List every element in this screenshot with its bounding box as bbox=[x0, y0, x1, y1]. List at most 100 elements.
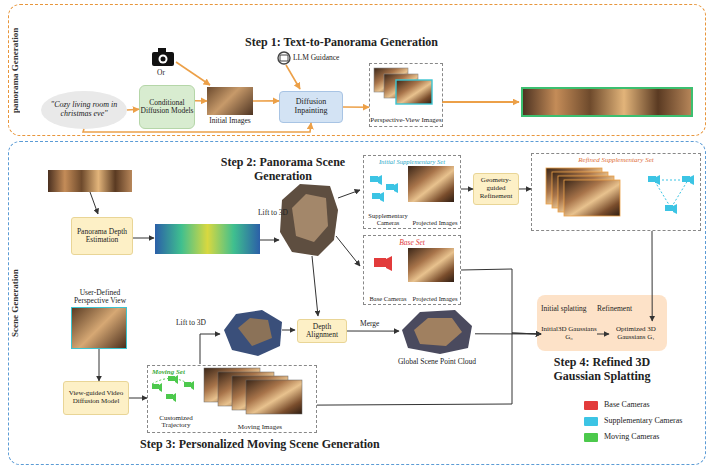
process-box: Panorama Depth Estimation bbox=[71, 217, 133, 255]
node-text: Initial3D Gaussians G₀ bbox=[541, 321, 597, 347]
connector bbox=[347, 331, 399, 332]
camera-lens bbox=[161, 57, 166, 62]
photo-thumb bbox=[384, 74, 418, 98]
arrow-line bbox=[442, 101, 519, 103]
arrow-line bbox=[282, 330, 295, 331]
legend-swatch bbox=[584, 433, 598, 442]
connector bbox=[195, 100, 207, 102]
connector bbox=[253, 100, 279, 102]
prompt-bubble: "Cozy living room in christmas eve" bbox=[41, 91, 127, 129]
gaussian-box: Initial3D Gaussians G₀ bbox=[541, 321, 597, 347]
process-box: Geometry-guided Refinement bbox=[473, 173, 519, 205]
legend-swatch bbox=[584, 401, 598, 410]
section-band: panorama Generation "Cozy living room in … bbox=[8, 4, 706, 136]
connector bbox=[127, 108, 139, 110]
free-label: Lift to 3D bbox=[176, 318, 206, 327]
point-cloud bbox=[238, 318, 272, 346]
connector bbox=[129, 398, 147, 399]
node-text: Perspective-View Images bbox=[370, 117, 442, 125]
arrow-line bbox=[176, 62, 210, 85]
arrow-line bbox=[260, 240, 279, 241]
image-box: Initial Images bbox=[207, 87, 253, 115]
node-text: Optimized 3D Gaussians G₁ bbox=[609, 321, 663, 347]
photo-thumb bbox=[218, 372, 274, 406]
node-text: Projected Images bbox=[412, 295, 458, 302]
camera-icon bbox=[158, 48, 166, 53]
gaussian-box: Optimized 3D Gaussians G₁ bbox=[609, 321, 663, 347]
arrow-line bbox=[336, 236, 360, 266]
node-text: User-Defined Perspective View bbox=[64, 289, 136, 306]
legend-swatch bbox=[584, 417, 598, 426]
process-box: Depth Alignment bbox=[297, 319, 347, 343]
point-cloud bbox=[224, 310, 282, 356]
node-text: Supplementary Cameras bbox=[366, 212, 410, 226]
node-text: View-guided Video Diffusion Model bbox=[64, 382, 128, 414]
node-text: Global Scene Point Cloud bbox=[387, 357, 487, 366]
connector bbox=[83, 123, 311, 132]
projected-image bbox=[408, 166, 454, 202]
connector bbox=[343, 106, 369, 108]
image-set-box: Perspective-View Images bbox=[369, 63, 443, 127]
node-text: panorama Generation bbox=[10, 5, 24, 135]
llm-icon bbox=[280, 55, 288, 61]
connector bbox=[99, 349, 100, 381]
node-text: Base Set bbox=[364, 238, 460, 247]
camera-set-box: Refined Supplementary Set bbox=[531, 153, 701, 231]
image-box: Global Scene Point Cloud bbox=[399, 309, 475, 355]
point-cloud bbox=[280, 184, 338, 256]
camera-icon bbox=[374, 256, 392, 271]
free-label: LLM Guidance bbox=[293, 53, 339, 62]
connector bbox=[475, 333, 541, 334]
arrow-line bbox=[132, 238, 154, 239]
camera-set-box: Initial Supplementary SetSupplementary C… bbox=[363, 155, 461, 229]
model-box: Conditional Diffusion Models bbox=[139, 85, 195, 129]
free-label: Step 1: Text-to-Panorama Generation bbox=[245, 35, 438, 50]
llm-icon bbox=[278, 52, 290, 64]
camera-triangle bbox=[654, 180, 688, 208]
free-label: Step 3: Personalized Moving Scene Genera… bbox=[140, 437, 380, 452]
node-text: Moving Set bbox=[152, 368, 185, 376]
photo-thumb bbox=[232, 376, 288, 410]
arrow-line bbox=[338, 190, 360, 198]
legend-text: Moving Cameras bbox=[604, 432, 659, 441]
arrow-line bbox=[286, 65, 300, 89]
point-cloud bbox=[414, 318, 462, 346]
section-band: Scene Generation Panorama Depth Estimatio… bbox=[8, 141, 706, 465]
panorama-image bbox=[522, 88, 692, 116]
node-text: Initial Images bbox=[199, 117, 261, 125]
camera-icons bbox=[648, 175, 694, 214]
node-text: Base Cameras bbox=[366, 295, 410, 302]
node-text: Refined Supplementary Set bbox=[532, 156, 700, 164]
photo-thumb bbox=[396, 80, 432, 104]
node-text: Scene Generation bbox=[10, 142, 24, 464]
connector bbox=[317, 333, 541, 405]
photo-thumb bbox=[552, 172, 608, 208]
point-cloud bbox=[402, 310, 472, 354]
stage-box: Step 4: Refined 3D Gaussian SplattingIni… bbox=[537, 295, 667, 351]
camera-icon bbox=[152, 52, 174, 66]
arrow-line bbox=[200, 334, 220, 364]
photo-thumb bbox=[564, 180, 620, 216]
process-box: Diffusion Inpainting bbox=[279, 91, 343, 123]
node-text: Diffusion Inpainting bbox=[280, 92, 342, 122]
legend-text: Base Cameras bbox=[604, 400, 650, 409]
edge-label: Merge bbox=[360, 319, 379, 328]
camera-set-box: Moving SetCustomized TrajectoryMoving Im… bbox=[147, 365, 317, 433]
edge-label: Initial splatting bbox=[541, 304, 587, 313]
free-label: Lift to 3D bbox=[258, 208, 288, 217]
photo-thumb bbox=[558, 176, 614, 212]
connector bbox=[519, 188, 531, 189]
node-text: Step 4: Refined 3D Gaussian Splatting bbox=[531, 356, 673, 384]
legend-text: Supplementary Cameras bbox=[604, 416, 682, 425]
photo-thumb bbox=[246, 380, 302, 414]
camera-icons bbox=[370, 175, 398, 202]
photo-thumb bbox=[204, 368, 260, 402]
node-text: Panorama Depth Estimation bbox=[72, 218, 132, 254]
connector bbox=[461, 269, 541, 334]
photo-thumb bbox=[374, 68, 408, 92]
connector bbox=[461, 189, 473, 190]
edge-label: Refinement bbox=[597, 304, 632, 313]
node-text: Depth Alignment bbox=[298, 320, 346, 342]
depth-map bbox=[155, 224, 260, 254]
node-text: Projected Images bbox=[412, 219, 458, 226]
